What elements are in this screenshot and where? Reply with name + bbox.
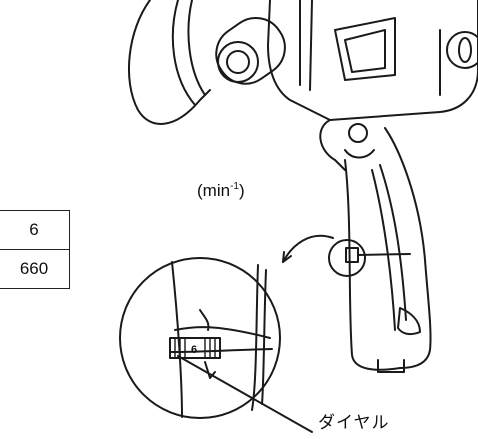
unit-label: (min-1) — [197, 181, 245, 201]
lock-button — [348, 123, 368, 143]
housing-line-2 — [309, 0, 313, 91]
grip-back — [384, 127, 432, 369]
vent-panel — [334, 17, 396, 81]
magnified-view — [119, 257, 281, 419]
cord-guard — [377, 359, 405, 373]
pad-inner-ring-2 — [171, 0, 196, 106]
grip-seam — [371, 169, 396, 331]
table-cell: 660 — [0, 249, 70, 289]
rear-knob — [446, 31, 478, 69]
grip-front — [344, 159, 401, 371]
speed-table: 6 660 — [0, 210, 70, 289]
trigger-housing — [319, 119, 346, 171]
table-cell: 6 — [0, 210, 70, 250]
callout-arrow — [282, 234, 334, 263]
table-row: 660 — [0, 249, 70, 289]
dial-label: ダイヤル — [318, 413, 390, 432]
dial-leader — [177, 355, 313, 433]
dial-small — [345, 247, 359, 263]
side-handle — [215, 16, 286, 85]
unit-base: (min — [197, 181, 231, 200]
table-row: 6 — [0, 210, 70, 250]
unit-close: ) — [238, 181, 245, 200]
vent-panel-inner — [344, 29, 386, 73]
pad-outline — [128, 0, 211, 125]
callout-circle-small — [328, 239, 366, 277]
grip-seam-2 — [379, 164, 407, 321]
dial-large — [169, 337, 221, 359]
pad-inner-ring — [187, 0, 206, 96]
dial-digit: 6 — [191, 344, 198, 356]
unit-exponent: -1 — [230, 181, 239, 192]
